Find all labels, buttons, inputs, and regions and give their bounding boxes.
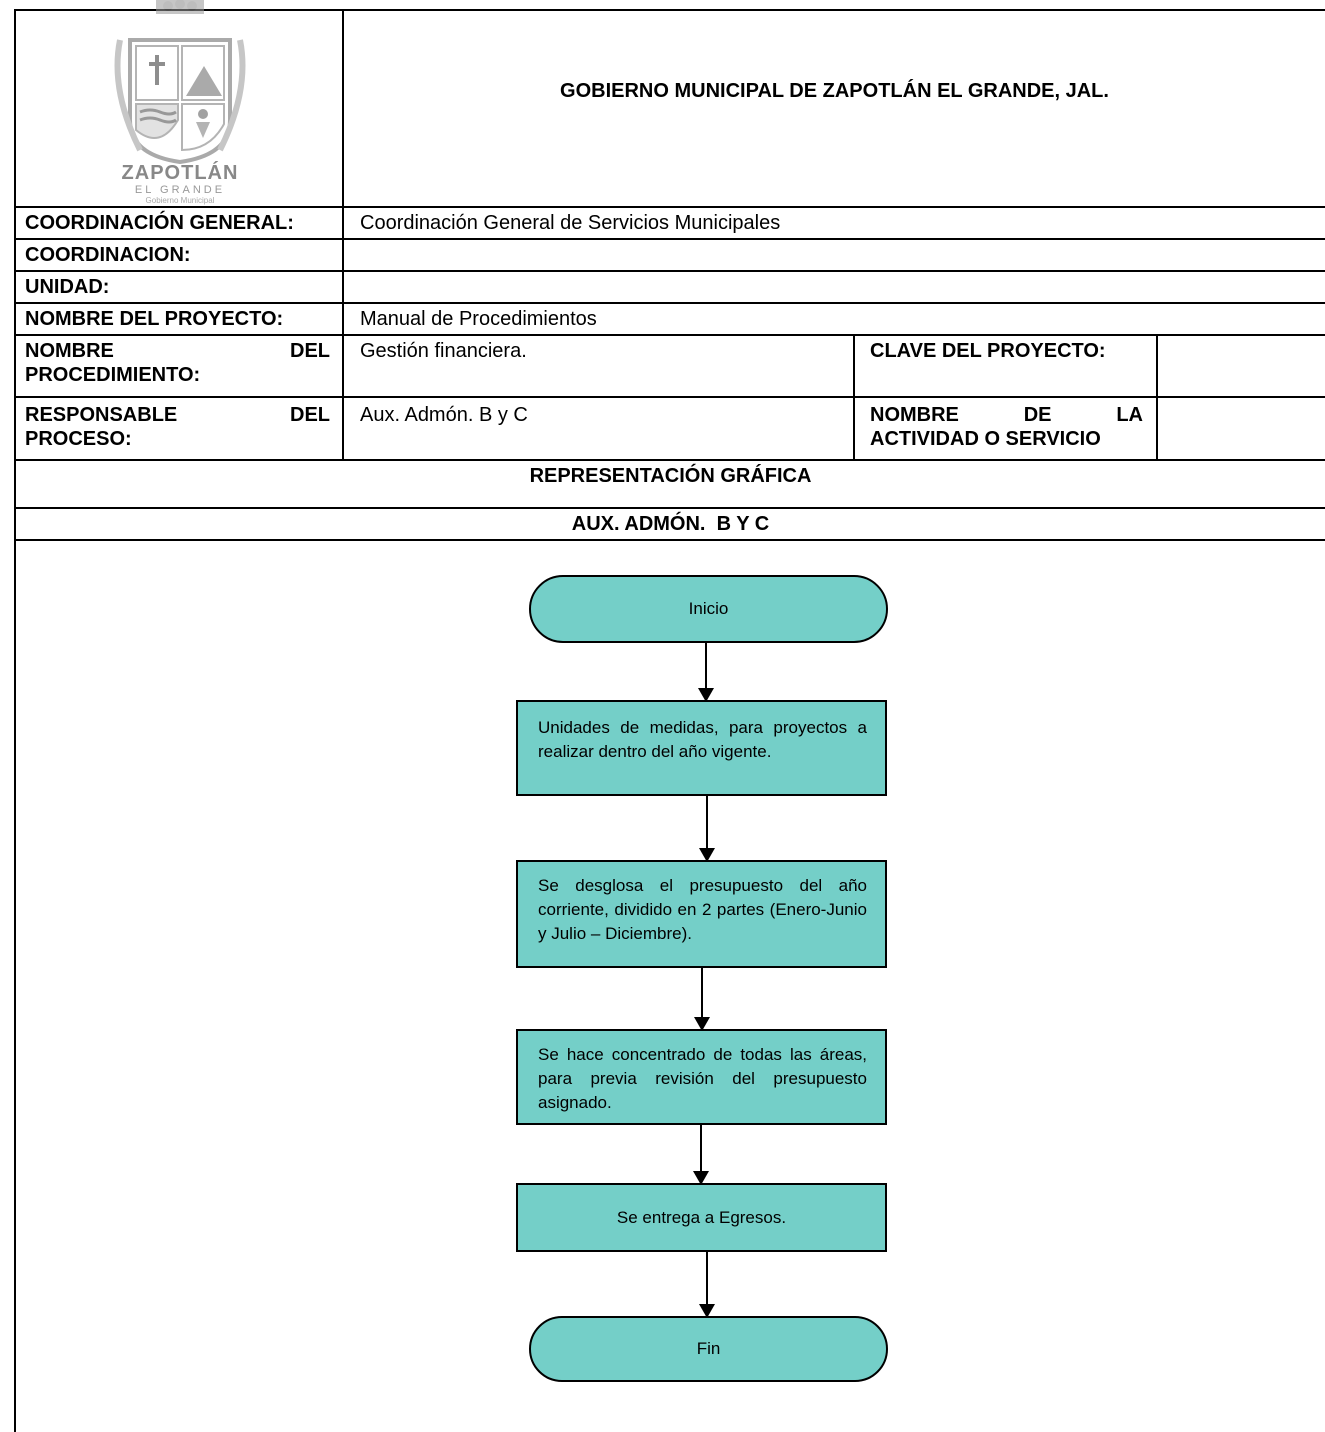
flow-arrow [699, 1252, 715, 1318]
flow-step: Se entrega a Egresos. [516, 1183, 887, 1252]
logo-subtitle: EL GRANDE [134, 184, 226, 196]
label-word: RESPONSABLE [25, 404, 178, 426]
flow-arrow [694, 968, 710, 1031]
government-title: GOBIERNO MUNICIPAL DE ZAPOTLÁN EL GRANDE… [560, 80, 1109, 102]
coordinacion-general-label: COORDINACIÓN GENERAL: [25, 212, 294, 234]
table-top-border [14, 9, 1325, 11]
row-line [14, 507, 1325, 509]
flow-step-text: Se hace concentrado de todas las áreas, … [538, 1045, 867, 1112]
responsable-value: Aux. Admón. B y C [360, 404, 528, 426]
coordinacion-general-value: Coordinación General de Servicios Munici… [360, 212, 781, 234]
flow-end-terminator: Fin [529, 1316, 888, 1382]
column-line [342, 9, 344, 461]
label-word: DEL [290, 340, 330, 362]
section-title: REPRESENTACIÓN GRÁFICA [529, 465, 812, 487]
clave-proyecto-label: CLAVE DEL PROYECTO: [870, 340, 1106, 362]
flow-arrow [693, 1125, 709, 1185]
flow-end-label: Fin [696, 1339, 721, 1358]
municipal-logo: ZAPOTLÁN EL GRANDE Gobierno Municipal [100, 0, 260, 205]
coat-of-arms-icon [114, 0, 246, 165]
column-line [1156, 334, 1158, 461]
row-line [14, 270, 1325, 272]
row-line [14, 459, 1325, 461]
nombre-procedimiento-label-line2: PROCEDIMIENTO: [25, 364, 201, 386]
actividad-label: NOMBRE DE LA [870, 404, 1143, 426]
flow-step: Unidades de medidas, para proyectos a re… [516, 700, 887, 796]
coordinacion-label: COORDINACION: [25, 244, 191, 266]
logo-tagline: Gobierno Municipal [145, 196, 215, 205]
lane-title: AUX. ADMÓN. B Y C [571, 513, 770, 535]
responsable-label-line2: PROCESO: [25, 428, 132, 450]
row-line [14, 238, 1325, 240]
unidad-label: UNIDAD: [25, 276, 110, 298]
row-line [14, 396, 1325, 398]
flow-step-text: Unidades de medidas, para proyectos a re… [538, 718, 867, 761]
flow-step-text: Se desglosa el presupuesto del año corri… [538, 876, 867, 943]
flow-step: Se hace concentrado de todas las áreas, … [516, 1029, 887, 1125]
row-line [14, 539, 1325, 541]
flow-start-label: Inicio [688, 599, 729, 618]
label-word: NOMBRE [25, 340, 114, 362]
nombre-proyecto-label: NOMBRE DEL PROYECTO: [25, 308, 284, 330]
actividad-label-line2: ACTIVIDAD O SERVICIO [870, 428, 1101, 450]
flow-step-text: Se entrega a Egresos. [616, 1207, 787, 1227]
label-word: NOMBRE [870, 404, 959, 426]
responsable-label: RESPONSABLE DEL [25, 404, 330, 426]
flow-start-terminator: Inicio [529, 575, 888, 643]
flow-step: Se desglosa el presupuesto del año corri… [516, 860, 887, 968]
logo-name: ZAPOTLÁN [121, 162, 239, 184]
label-word: LA [1116, 404, 1143, 426]
nombre-proyecto-value: Manual de Procedimientos [360, 308, 597, 330]
flow-arrow [699, 796, 715, 862]
flow-arrow [698, 643, 714, 702]
column-line [853, 334, 855, 461]
nombre-procedimiento-label: NOMBRE DEL [25, 340, 330, 362]
label-word: DEL [290, 404, 330, 426]
nombre-procedimiento-value: Gestión financiera. [360, 340, 527, 362]
label-word: DE [1023, 404, 1052, 426]
row-line [14, 334, 1325, 336]
row-line [14, 302, 1325, 304]
row-line [14, 206, 1325, 208]
table-left-border [14, 9, 16, 1432]
